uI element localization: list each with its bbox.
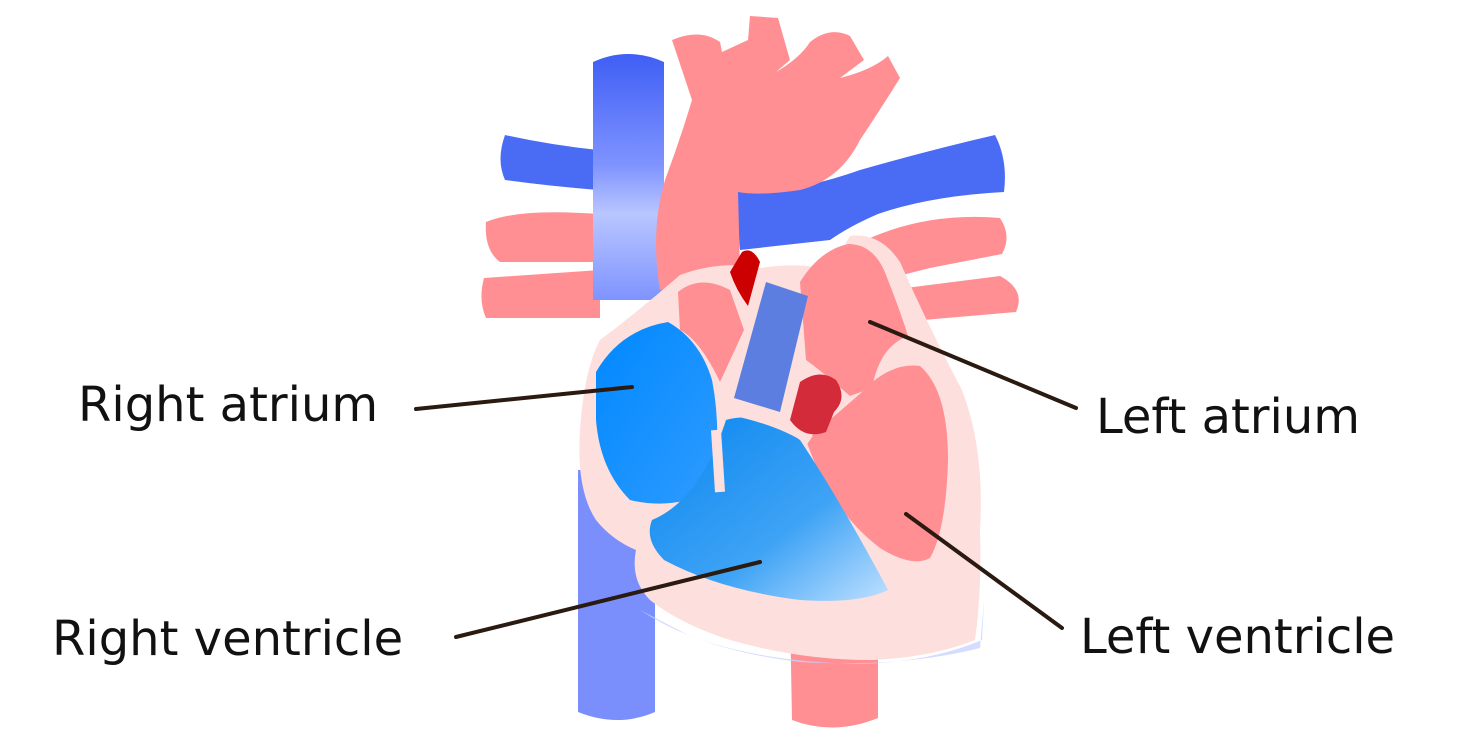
label-left-atrium: Left atrium bbox=[1096, 389, 1360, 445]
superior-vena-cava bbox=[593, 54, 664, 300]
left-pulmonary-artery bbox=[735, 135, 1005, 250]
label-left-ventricle: Left ventricle bbox=[1080, 609, 1395, 665]
right-pulmonary-vein-upper bbox=[485, 212, 598, 262]
aortic-valve bbox=[730, 250, 760, 306]
right-pulmonary-artery bbox=[500, 135, 598, 190]
septum bbox=[711, 405, 813, 493]
right-ventricle-chamber bbox=[649, 417, 888, 601]
aortic-arch bbox=[656, 16, 900, 290]
leader-line-right-ventricle bbox=[454, 560, 762, 639]
label-right-ventricle: Right ventricle bbox=[52, 611, 403, 667]
aortic-root bbox=[678, 282, 744, 382]
left-atrium-chamber bbox=[800, 244, 908, 396]
leader-line-left-ventricle bbox=[904, 512, 1064, 630]
right-atrium-chamber bbox=[596, 322, 718, 504]
pulmonary-trunk bbox=[734, 282, 808, 412]
left-pulmonary-vein-upper bbox=[870, 216, 1007, 282]
left-pulmonary-vein-lower bbox=[890, 276, 1019, 322]
label-right-atrium: Right atrium bbox=[78, 377, 378, 433]
left-ventricle-chamber bbox=[806, 365, 948, 562]
right-pulmonary-vein-lower bbox=[481, 270, 600, 318]
leader-line-left-atrium bbox=[868, 320, 1078, 410]
leader-line-right-atrium bbox=[414, 385, 634, 411]
mitral-valve bbox=[790, 374, 842, 435]
